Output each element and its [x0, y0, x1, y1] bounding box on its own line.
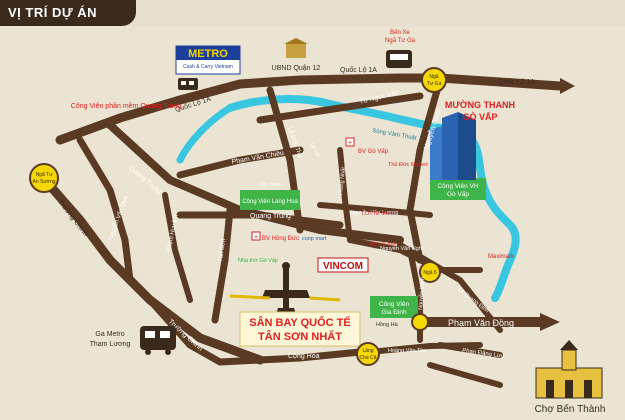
- label-ben-xe-2: Ngã Tư Ga: [385, 38, 416, 44]
- metro-logo: METRO: [188, 48, 228, 60]
- road-diagonal-lower: [427, 362, 503, 388]
- label-cong-vien-vh-1: Công Viên VH: [437, 183, 478, 190]
- park-cong-vien-vh: [430, 178, 486, 200]
- airplane-icon: [262, 262, 310, 314]
- label-nguyen-van-nghi: Nguyễn Văn Nghi: [380, 245, 423, 252]
- metro-sub: Cash & Carry Vietnam: [183, 64, 233, 70]
- svg-text:Tư Ga: Tư Ga: [427, 81, 442, 87]
- svg-text:+: +: [348, 140, 352, 147]
- road-pham-van-chieu: [176, 146, 304, 179]
- svg-text:+: +: [254, 234, 258, 241]
- label-bv-go-vap: BV Gò Vấp: [358, 149, 389, 155]
- label-san-bay-1: SÂN BAY QUỐC TẾ: [249, 315, 350, 329]
- metro-logo-band: [176, 46, 240, 60]
- roundabout-lang-cha-ca: Lăng Cha Cả: [356, 342, 380, 366]
- ben-thanh-market-icon: [535, 340, 603, 399]
- roundabout-pham-van-dong: [411, 313, 429, 331]
- label-cong-hoa: Cộng Hòa: [288, 353, 320, 360]
- label-quoc-lo-1a-right: Quốc Lộ 1A: [498, 77, 535, 86]
- road-pham-huy-ich: [162, 192, 193, 303]
- road-nguyen-van-qua: [76, 136, 134, 284]
- roundabout-nga-tu-ga: Ngã Tư Ga: [421, 67, 447, 93]
- label-cong-vien-vh-2: Gò Vấp: [447, 189, 469, 198]
- label-coopmart: coop mart: [302, 236, 327, 242]
- vincom-logo-box: [317, 257, 369, 273]
- label-ben-xe-1: Bến Xe: [390, 30, 410, 36]
- label-lotte-mart: LOTTE Mart: [362, 211, 393, 217]
- road-nguyen-van-luong: [317, 202, 433, 218]
- train-icon-top: [178, 78, 198, 90]
- road-quoc-lo-1a-right: [435, 73, 565, 91]
- label-cong-vien-gia-dinh-1: Công Viên: [379, 301, 410, 308]
- label-quoc-lo-1a-top: Quốc Lộ 1A: [340, 65, 377, 74]
- river-branch: [176, 104, 234, 164]
- label-cong-vien-phan-mem: Công Viên phần mềm Quang Trung: [71, 101, 181, 110]
- label-thong-nhat: Thống Nhất: [338, 167, 347, 197]
- label-quang-trung-mid: Quang Trung: [250, 213, 291, 220]
- label-cong-vien-gia-dinh-2: Gia Định: [381, 309, 407, 316]
- label-go-vap: GÒ VẤP: [462, 111, 497, 122]
- label-vincom: VINCOM: [323, 261, 363, 272]
- roundabout-nga-sau: Ngã 6: [419, 261, 441, 283]
- label-thu-duc-market: Thủ Đức Market: [388, 161, 428, 168]
- label-ubnd: UBND Quận 12: [272, 65, 321, 72]
- label-cho-ben-thanh: Chợ Bến Thành: [535, 403, 606, 415]
- hospital-icon-go-vap: +: [345, 137, 355, 147]
- road-nguyen-van-nghi: [347, 237, 483, 273]
- map-title: VỊ TRÍ DỰ ÁN: [0, 0, 136, 26]
- road-to-ngoc-van: [256, 92, 424, 124]
- label-cay-tram: Cây Trâm: [258, 182, 282, 188]
- roundabout-nga-tu-an-suong: Ngã Tư An Sương: [29, 163, 59, 193]
- svg-text:Ngã: Ngã: [429, 74, 438, 80]
- label-muong-thanh: MƯỜNG THANH: [445, 99, 515, 110]
- label-tan-son: Tân Sơn: [218, 238, 227, 262]
- muong-thanh-building: [430, 112, 476, 180]
- road-tan-son: [211, 206, 234, 324]
- road-thong-nhat: [337, 147, 353, 243]
- ubnd-building-icon: [284, 38, 308, 58]
- park-cong-vien-gia-dinh: [370, 296, 418, 318]
- hospital-icon-hong-duc: +: [251, 231, 261, 241]
- road-quoc-lo-1a-top: [235, 73, 445, 89]
- label-bv-hong-duc: BV Hồng Đức: [262, 236, 299, 242]
- label-hoang-van-thu: Hoàng Văn Thụ: [388, 348, 426, 354]
- label-nha-tho: Nhà thờ Gò Vấp: [238, 258, 278, 264]
- svg-text:An Sương: An Sương: [32, 179, 55, 185]
- svg-text:Ngã 6: Ngã 6: [423, 270, 437, 276]
- svg-text:Cha Cả: Cha Cả: [360, 355, 377, 361]
- svg-text:Lăng: Lăng: [362, 348, 373, 354]
- arrow-right-pham-van-dong: [540, 313, 560, 331]
- road-nguyen-oanh: [406, 76, 444, 264]
- road-truong-chinh-lower: [146, 296, 224, 366]
- runway-right: [309, 296, 341, 302]
- road-hoang-van-thu: [367, 342, 483, 355]
- svg-text:Ngã Tư: Ngã Tư: [36, 172, 54, 178]
- arrow-right-qlo1a: [560, 78, 575, 94]
- label-ga-metro-1: Ga Metro: [95, 331, 124, 338]
- label-cong-vien-lang-hoa: Công Viên Làng Hoa: [242, 199, 298, 205]
- label-bv-vu-anh: BV Vũ Anh: [370, 242, 397, 248]
- road-phan-dang-luu: [437, 342, 503, 358]
- label-phan-dang-luu: Phan Đăng Lưu: [462, 348, 505, 360]
- label-pham-van-dong: Phạm Văn Đồng: [448, 318, 514, 328]
- label-nguyen-van-luong: Nguyễn Văn Lượng: [350, 209, 398, 216]
- airport-label-box: [239, 311, 361, 347]
- runway-left: [229, 294, 271, 300]
- park-cong-vien-lang-hoa: [240, 190, 300, 210]
- label-nguyen-kiem: Nguyễn Kiệm: [417, 276, 426, 310]
- label-san-bay-2: TÂN SƠN NHẤT: [258, 330, 342, 343]
- label-maximark: Maximark: [488, 254, 515, 260]
- bus-icon: [386, 50, 412, 68]
- road-cong-hoa: [216, 348, 364, 366]
- road-quoc-lo-1a-left: [55, 79, 245, 145]
- train-icon-tham-luong: [140, 326, 176, 355]
- label-hong-ha: Hồng Hà: [376, 322, 399, 328]
- label-ga-metro-2: Tham Lương: [90, 341, 131, 348]
- road-quang-trung-mid: [176, 211, 344, 229]
